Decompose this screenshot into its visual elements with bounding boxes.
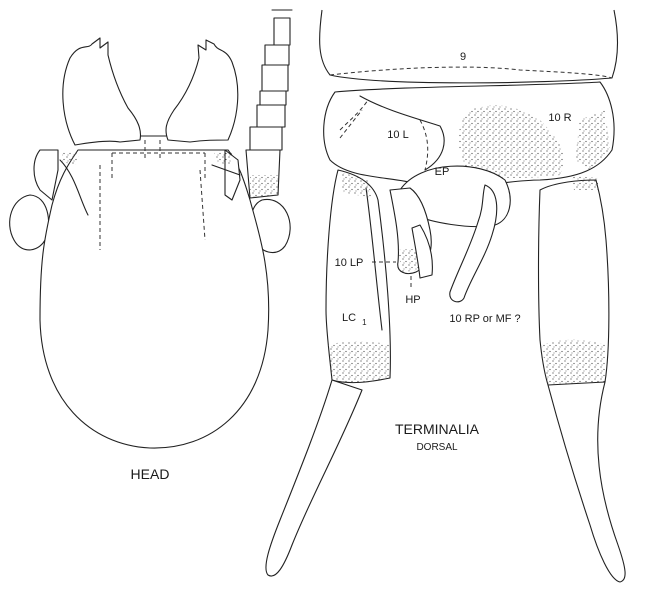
segment-9-plate: [320, 10, 618, 83]
label-10-r: 10 R: [548, 112, 571, 124]
terminalia-subcaption: DORSAL: [416, 442, 458, 453]
label-10-lp: 10 LP: [335, 257, 364, 269]
label-ep: EP: [435, 166, 450, 178]
label-lc-subscript: 1: [362, 318, 367, 327]
left-eye-lobe: [10, 195, 49, 250]
label-hp: HP: [405, 294, 420, 306]
label-segment-9: 9: [460, 51, 466, 63]
right-mandible: [166, 40, 238, 142]
label-lc-main: LC: [342, 312, 356, 324]
left-mandible: [63, 38, 141, 145]
label-10-l: 10 L: [387, 129, 408, 141]
right-cercus-distal: [548, 382, 625, 582]
terminalia-caption: TERMINALIA: [395, 421, 480, 437]
left-cercus-distal: [266, 380, 362, 576]
head-caption: HEAD: [131, 466, 170, 482]
label-10-rp: 10 RP or MF ?: [449, 313, 520, 325]
terminalia-drawing: 9 10 L 10 R EP 10 LP HP LC 1 10 RP or MF…: [266, 10, 625, 582]
antenna-illustration: [246, 10, 292, 198]
head-drawing: HEAD: [10, 10, 292, 482]
